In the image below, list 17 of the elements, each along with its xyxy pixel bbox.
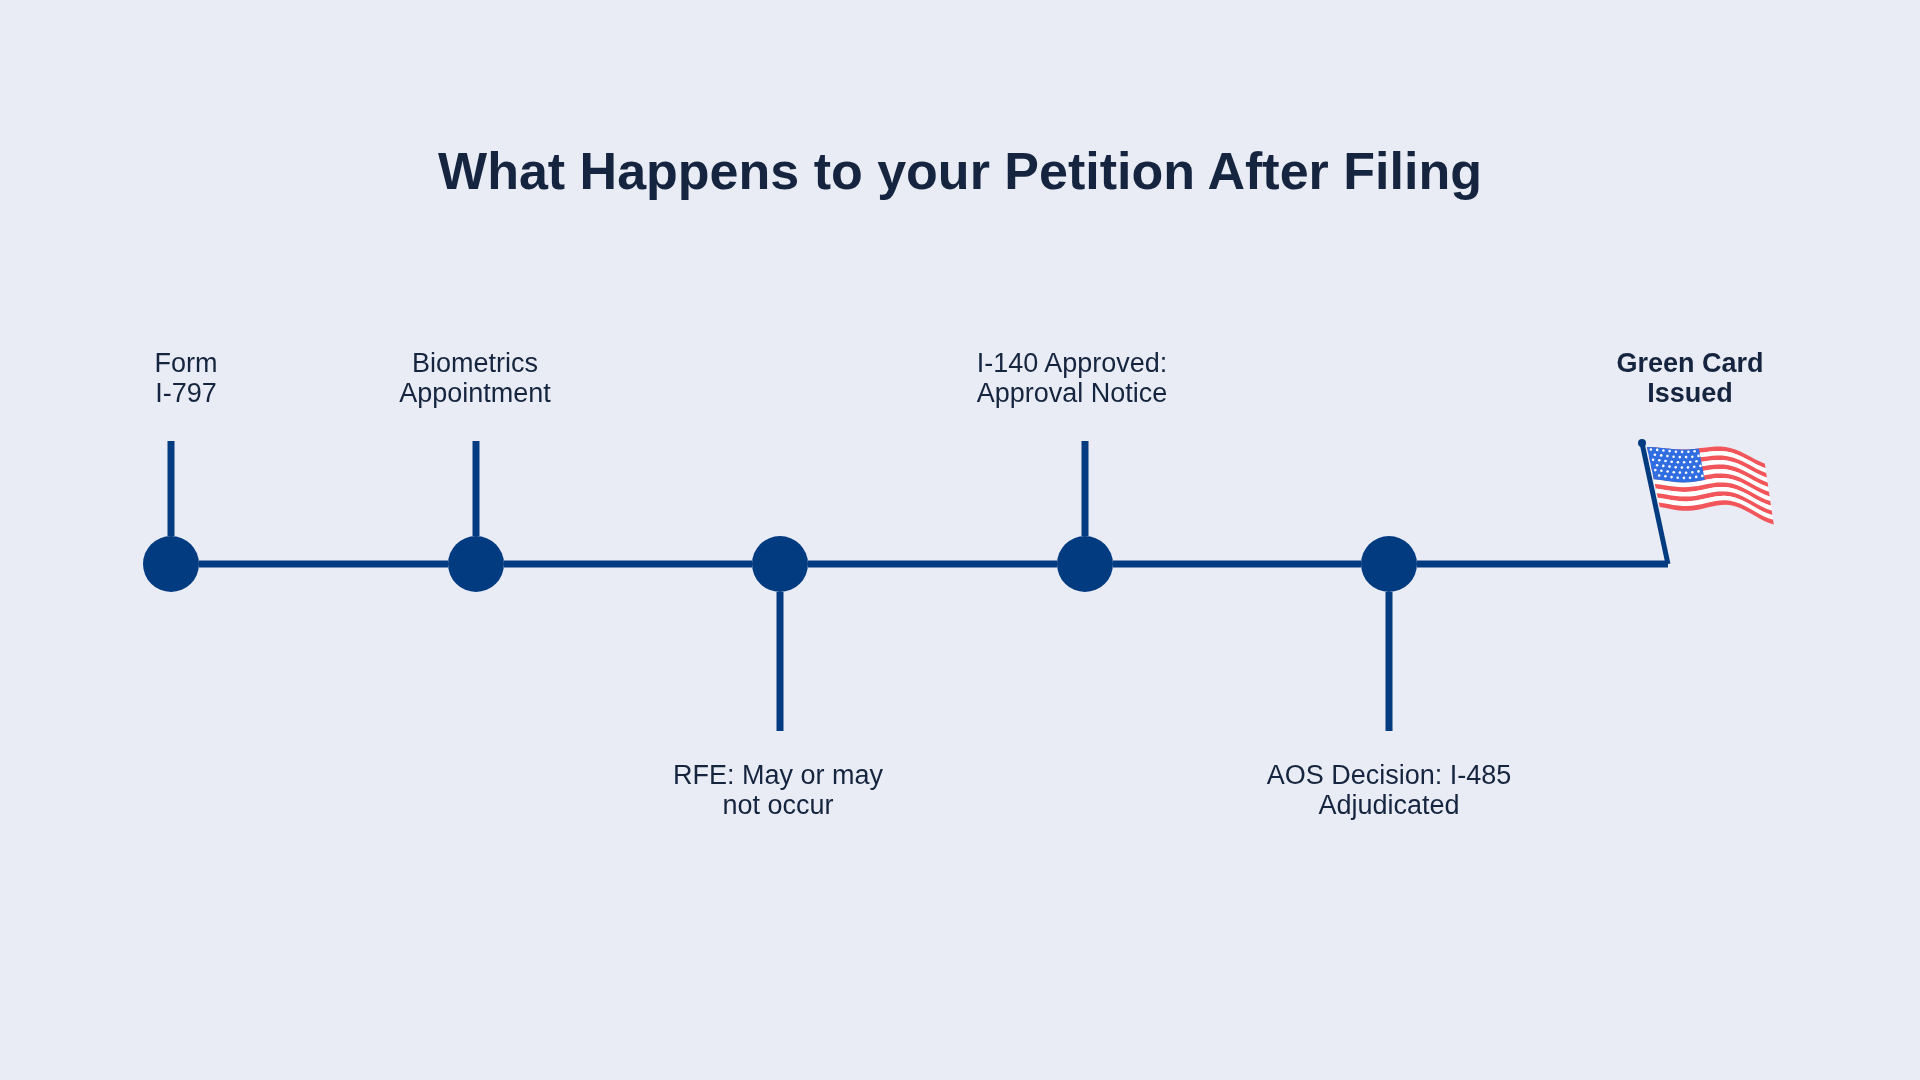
title: What Happens to your Petition After Filing	[437, 141, 1483, 201]
milestone-label: I-140 Approved: Approval Notice	[939, 348, 1205, 408]
milestone-label: Form I-797	[146, 348, 226, 408]
milestone-label: Green Card Issued	[1615, 348, 1765, 408]
milestone-dot	[448, 536, 504, 592]
timeline-line	[504, 560, 752, 568]
milestone-dot	[1361, 536, 1417, 592]
milestone-dot	[752, 536, 808, 592]
timeline-line	[808, 560, 1057, 568]
timeline-line	[1113, 560, 1361, 568]
milestone-label: AOS Decision: I-485 Adjudicated	[1239, 760, 1539, 820]
milestone-label: Biometrics Appointment	[370, 348, 580, 408]
timeline-line	[1417, 560, 1668, 568]
timeline-line	[199, 560, 448, 568]
milestone-dot	[1057, 536, 1113, 592]
milestone-label: RFE: May or may not occur	[658, 760, 898, 820]
milestone-dot	[143, 536, 199, 592]
